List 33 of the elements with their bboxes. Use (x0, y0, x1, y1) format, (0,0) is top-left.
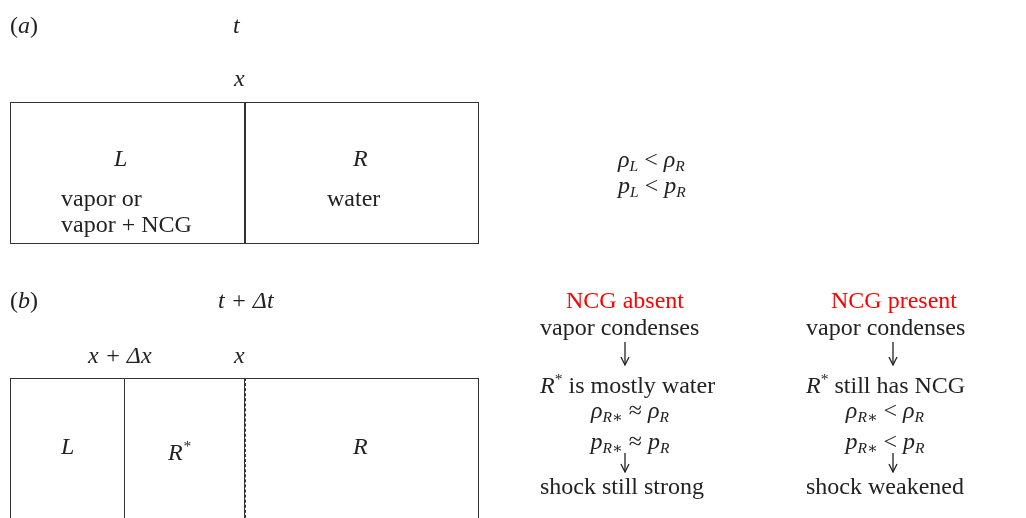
arrow (888, 341, 898, 366)
heading-text: NCG present (831, 287, 957, 313)
step-text: vapor condenses (806, 314, 966, 340)
tube-section (10, 378, 125, 518)
region-label: R (353, 145, 368, 171)
axis-label: t (233, 12, 240, 38)
step-text: shock weakened (806, 473, 964, 499)
region-label: R$^{*}$ (168, 436, 191, 465)
arrow (620, 452, 630, 473)
region-label: L (114, 145, 128, 171)
tube-section (244, 378, 479, 518)
region-label: R (353, 433, 368, 459)
arrow (620, 341, 630, 366)
axis-label: x (234, 65, 245, 91)
step-text: vapor condenses (540, 314, 700, 340)
panel-label: (a) (10, 12, 38, 38)
formula-text: ρ$_{R∗}$ ≈ ρ$_{R}$ p$_{R∗}$ ≈ p$_{R}$ (588, 398, 671, 458)
axis-label: x + Δx (88, 342, 152, 368)
axis-label: t + Δt (218, 287, 274, 313)
region-label: L (61, 433, 75, 459)
heading-text: NCG absent (566, 287, 684, 313)
axis-label: x (234, 342, 245, 368)
tube-section (244, 102, 479, 244)
region-description: water (327, 185, 382, 211)
step-text: R$^{*}$ still has NCG (806, 369, 966, 398)
step-text: R$^{*}$ is mostly water (540, 369, 716, 398)
tube-section (10, 102, 246, 244)
tube-section (123, 378, 246, 518)
arrow (888, 452, 898, 473)
formula-text: ρ$_{R∗}$ < ρ$_{R}$ p$_{R∗}$ < p$_{R}$ (843, 398, 926, 458)
step-text: shock still strong (540, 473, 704, 499)
panel-label: (b) (10, 287, 38, 313)
region-description: vapor or vapor + NCG (61, 185, 193, 237)
